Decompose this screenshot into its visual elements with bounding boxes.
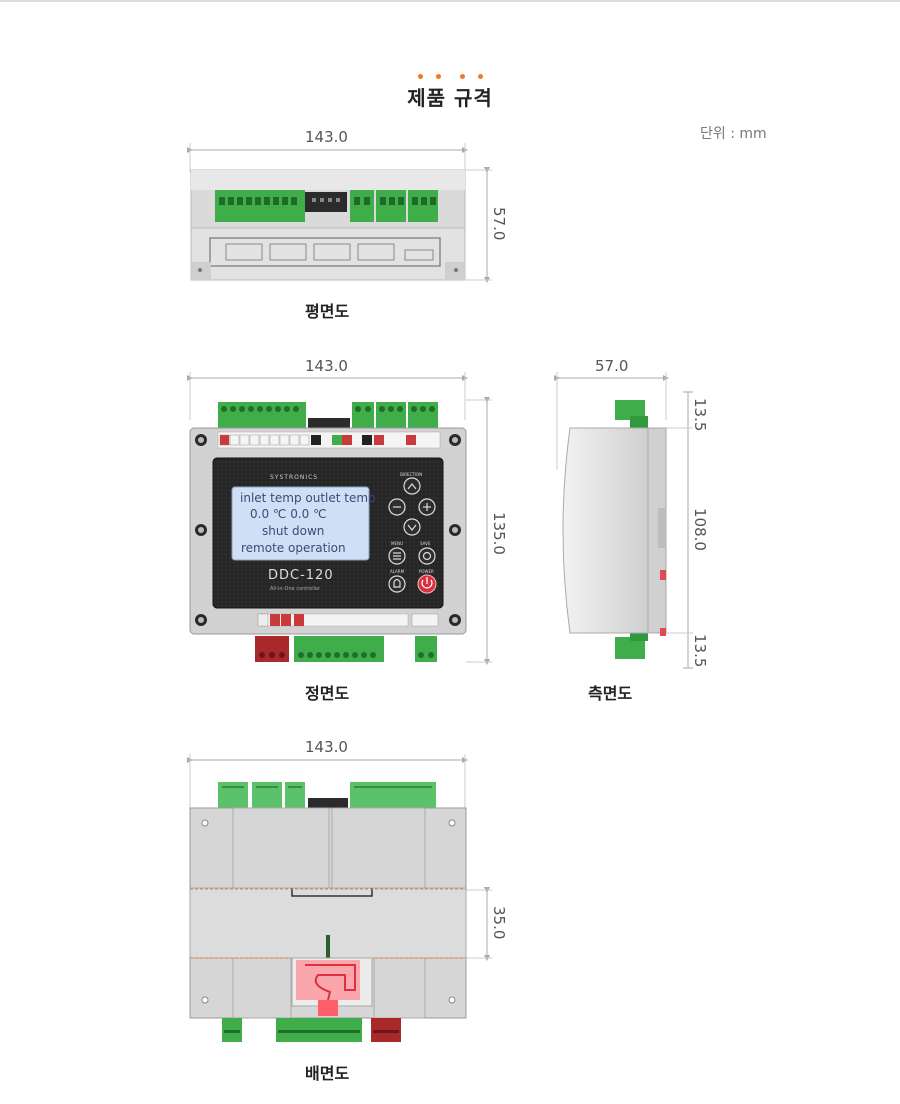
top-view: [187, 143, 492, 283]
back-view: [187, 754, 492, 1042]
title-dots: [416, 74, 496, 80]
side-view-bottom: 13.5: [691, 634, 709, 668]
top-view-caption: 평면도: [305, 302, 350, 321]
side-view-middle: 108.0: [691, 508, 709, 551]
direction-label: DIRECTION: [400, 472, 423, 477]
save-label: SAVE: [420, 541, 431, 546]
side-view-top: 13.5: [691, 398, 709, 432]
side-view-caption: 측면도: [588, 684, 633, 703]
front-view-width: 143.0: [305, 357, 348, 375]
back-view-width: 143.0: [305, 738, 348, 756]
lcd-line-3: shut down: [262, 524, 325, 538]
back-view-height: 35.0: [490, 906, 508, 940]
side-view-width: 57.0: [595, 357, 629, 375]
lcd-line-1: inlet temp outlet temp: [240, 491, 376, 505]
front-view: [187, 372, 492, 665]
alarm-label: ALARM: [390, 569, 405, 574]
device-model: DDC-120: [268, 568, 334, 583]
top-divider: [0, 0, 900, 2]
device-brand: SYSTRONICS: [270, 474, 319, 481]
page-title: 제품 규격: [407, 86, 493, 110]
lcd-line-2: 0.0 ℃ 0.0 ℃: [250, 507, 327, 521]
front-view-height: 135.0: [490, 512, 508, 555]
device-model-sub: All-in-One controller: [270, 586, 321, 592]
power-label: POWER: [419, 569, 434, 574]
front-view-caption: 정면도: [305, 684, 350, 703]
back-view-caption: 배면도: [305, 1064, 350, 1083]
lcd-line-4: remote operation: [241, 541, 346, 555]
menu-label: MENU: [391, 541, 403, 546]
top-view-height: 57.0: [490, 207, 508, 241]
top-view-width: 143.0: [305, 128, 348, 146]
unit-label: 단위 : mm: [700, 126, 767, 142]
side-view: [554, 372, 693, 669]
